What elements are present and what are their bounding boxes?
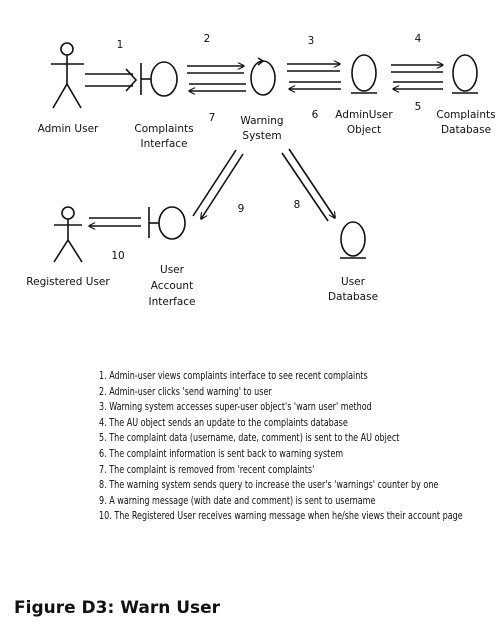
complaints-interface-label-1: Complaints (134, 123, 193, 135)
complaints-database-label-1: Complaints (436, 109, 495, 121)
arrow-10-label: 10 (111, 250, 124, 262)
arrow-6-label: 6 (312, 109, 319, 121)
step-6: 6. The complaint information is sent bac… (99, 447, 344, 460)
arrow-9 (192, 149, 244, 219)
step-10: 10. The Registered User receives warning… (99, 510, 463, 523)
adminuser-object-label-1: AdminUser (335, 109, 393, 121)
registered-user-actor (53, 206, 83, 263)
step-3: 3. Warning system accesses super-user ob… (99, 401, 372, 414)
arrow-4-label: 4 (415, 33, 422, 45)
step-list: 1. Admin-user views complaints interface… (99, 369, 500, 525)
arrow-3-label: 3 (308, 35, 315, 47)
step-4: 4. The AU object sends an update to the … (99, 416, 348, 429)
collaboration-diagram: Admin User Complaints Interface Warning … (26, 33, 495, 308)
warning-system-control (250, 57, 276, 96)
step-7: 7. The complaint is removed from 'recent… (99, 463, 315, 476)
arrow-5-label: 5 (415, 101, 422, 113)
complaints-interface-label-2: Interface (140, 138, 187, 150)
admin-user-actor (51, 42, 84, 109)
step-9: 9. A warning message (with date and comm… (99, 494, 376, 507)
user-account-interface-label-1: User (160, 264, 185, 276)
arrow-3 (287, 64, 340, 72)
complaints-interface-boundary (140, 61, 178, 97)
complaints-database-label-2: Database (441, 124, 491, 136)
admin-user-label: Admin User (38, 123, 99, 135)
step-8: 8. The warning system sends query to inc… (99, 479, 439, 492)
arrow-8 (281, 148, 335, 222)
user-account-interface-label-3: Interface (148, 296, 195, 308)
arrow-2 (187, 66, 244, 74)
user-account-interface-label-2: Account (151, 280, 193, 292)
user-account-interface-boundary (148, 206, 186, 240)
arrow-9-label: 9 (238, 203, 245, 215)
arrow-5 (393, 81, 443, 89)
figure-caption: Figure D3: Warn User (14, 598, 221, 618)
arrow-1 (85, 68, 138, 92)
arrow-7-label: 7 (209, 112, 216, 124)
arrow-1-label: 1 (117, 39, 124, 51)
user-database-entity (340, 221, 366, 259)
user-database-label-2: Database (328, 291, 378, 303)
adminuser-object-label-2: Object (347, 124, 381, 136)
arrow-8-label: 8 (294, 199, 301, 211)
complaints-database-entity (452, 54, 478, 94)
arrow-10 (89, 217, 141, 226)
arrow-2-label: 2 (204, 33, 211, 45)
arrow-7 (189, 83, 246, 91)
step-1: 1. Admin-user views complaints interface… (99, 370, 368, 382)
step-5: 5. The complaint data (username, date, c… (99, 432, 400, 445)
warning-system-label-1: Warning (240, 115, 283, 127)
arrow-6 (289, 81, 341, 89)
adminuser-object-entity (351, 54, 377, 94)
step-2: 2. Admin-user clicks 'send warning' to u… (99, 385, 272, 398)
user-database-label-1: User (341, 276, 366, 288)
arrow-4 (391, 65, 443, 73)
registered-user-label: Registered User (26, 276, 110, 288)
warning-system-label-2: System (242, 130, 281, 142)
